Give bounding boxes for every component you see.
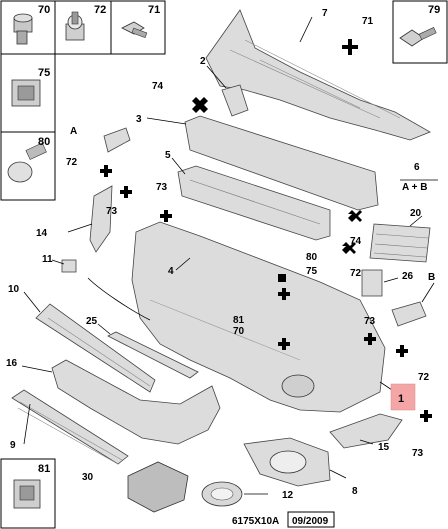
callout-6-sub: A + B: [402, 182, 427, 193]
callout-12: 12: [282, 490, 294, 501]
part-3-impact-beam[interactable]: [184, 115, 379, 211]
part-16-lower-spoiler[interactable]: [51, 359, 221, 445]
fastener-box-80[interactable]: 80: [0, 131, 56, 201]
part-20-side-grille[interactable]: [369, 223, 431, 263]
part-14-side-guide[interactable]: [89, 185, 113, 253]
fastener-box-72[interactable]: 72: [54, 0, 112, 55]
fastener-box-79[interactable]: 79: [392, 0, 448, 64]
reference-date: 09/2009: [292, 516, 329, 527]
part-5-energy-absorber[interactable]: [177, 165, 331, 241]
screw-icon: [399, 27, 437, 47]
callout-labels: 7 71 2 74 3 A 72 5 6 A + B 73 73 14 20 7…: [6, 8, 438, 501]
part-30-clip-kit[interactable]: [127, 461, 189, 513]
leader-lines: [21, 16, 435, 495]
callout-30: 30: [82, 472, 94, 483]
callout-7: 7: [322, 8, 328, 19]
callout-5: 5: [165, 150, 171, 161]
callout-3: 3: [136, 114, 142, 125]
callout-26: 26: [402, 271, 414, 282]
box-label: 75: [38, 67, 50, 79]
callout-4: 4: [168, 266, 174, 277]
callout-20: 20: [410, 208, 422, 219]
callout-14: 14: [36, 228, 48, 239]
callout-72: 72: [350, 268, 362, 279]
fastener-box-75[interactable]: 75: [0, 53, 56, 133]
screw-icon: [121, 21, 148, 38]
box-label: 80: [38, 136, 50, 148]
callout-2: 2: [200, 56, 206, 67]
part-10-lower-grille[interactable]: [35, 303, 156, 393]
fastener-box-71[interactable]: 71: [110, 0, 166, 55]
callout-71: 71: [362, 16, 374, 27]
callout-6: 6: [414, 162, 420, 173]
box-label: 81: [38, 463, 50, 475]
callout-75: 75: [306, 266, 318, 277]
callout-11: 11: [42, 254, 53, 265]
callout-81: 81: [233, 315, 245, 326]
callout-15: 15: [378, 442, 390, 453]
callout-25: 25: [86, 316, 98, 327]
callout-72: 72: [66, 157, 78, 168]
callout-16: 16: [6, 358, 18, 369]
reference-code: 6175X10A: [232, 516, 279, 527]
rivet-icon: [7, 142, 47, 183]
fastener-box-81[interactable]: 81: [0, 458, 56, 529]
callout-70: 70: [233, 326, 245, 337]
fastener-box-70[interactable]: 70: [0, 0, 56, 55]
callout-8: 8: [352, 486, 358, 497]
callout-73: 73: [364, 316, 376, 327]
callout-73: 73: [106, 206, 118, 217]
fixing-markers: [100, 39, 432, 422]
pushpin-clip-icon: [13, 13, 33, 45]
part-7-upper-grille-frame[interactable]: [205, 9, 431, 141]
callout-80: 80: [306, 252, 318, 263]
callout-a: A: [70, 126, 77, 137]
callout-73: 73: [156, 182, 168, 193]
callout-10: 10: [8, 284, 20, 295]
nut-clip-icon: [65, 11, 85, 41]
part-1-bumper-cover[interactable]: [131, 221, 386, 413]
callout-9: 9: [10, 440, 16, 451]
part-8-fog-lamp-bezel[interactable]: [243, 437, 331, 487]
callout-74: 74: [350, 236, 362, 247]
bracket-clip-icon: [13, 479, 41, 509]
part-12-fog-lamp[interactable]: [201, 481, 243, 507]
callout-73: 73: [412, 448, 424, 459]
part-26-bracket[interactable]: [361, 269, 383, 297]
callout-1: 1: [398, 393, 404, 405]
part-a-bracket[interactable]: [103, 127, 131, 153]
callout-b: B: [428, 272, 435, 283]
part-2-upper-bracket[interactable]: [221, 84, 249, 117]
box-label: 79: [428, 4, 440, 16]
reference-footer: 6175X10A 09/2009: [232, 511, 335, 528]
callout-1-highlighted[interactable]: 1: [390, 383, 416, 411]
callout-74: 74: [152, 81, 164, 92]
part-9-lower-grille[interactable]: [11, 389, 129, 465]
box-label: 70: [38, 4, 50, 16]
square-clip-icon: [11, 79, 41, 107]
part-b-bracket[interactable]: [391, 301, 427, 327]
callout-72: 72: [418, 372, 430, 383]
box-label: 72: [94, 4, 106, 16]
part-11-clip[interactable]: [61, 259, 77, 273]
part-25-trim-strip[interactable]: [107, 331, 199, 379]
box-label: 71: [148, 4, 160, 16]
part-15-corner-bracket[interactable]: [329, 413, 403, 449]
